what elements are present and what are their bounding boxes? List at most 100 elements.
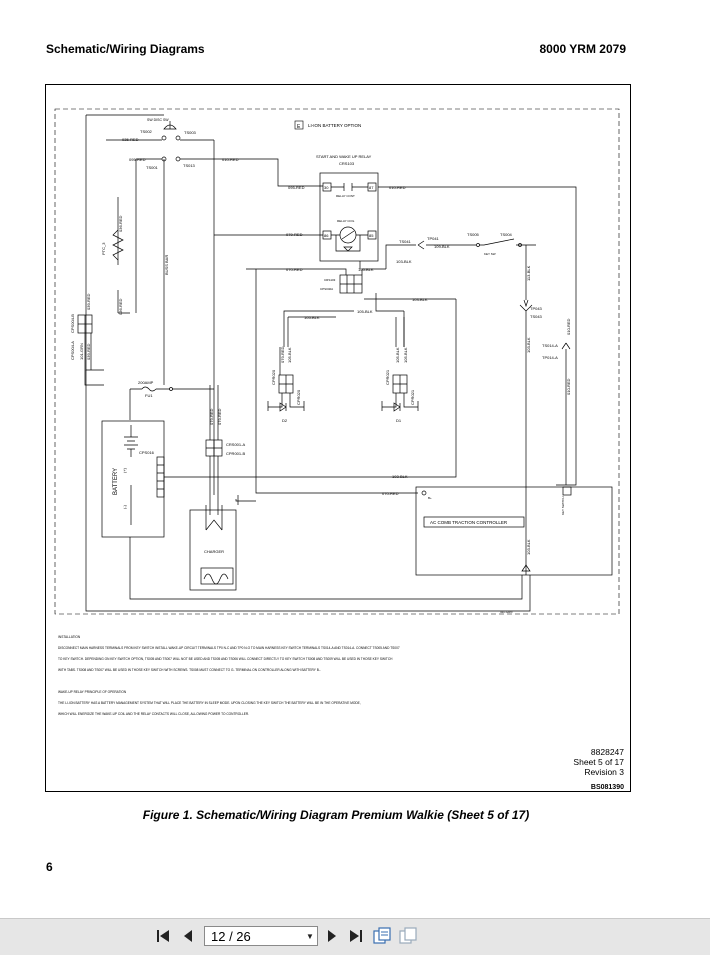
wire-010-red-b: 010-RED <box>566 378 571 395</box>
continuous-view-icon <box>399 927 417 944</box>
sheet-number: Sheet 5 of 17 <box>573 757 624 767</box>
page-number: 6 <box>46 860 53 874</box>
wire-010-red-a: 010-RED <box>566 318 571 335</box>
wire-039-red: 039-RED <box>86 343 91 360</box>
wire-070-red: 070-RED <box>286 267 303 272</box>
connector-crs103: CRS103 <box>324 278 336 282</box>
battery-label: BATTERY <box>113 468 119 495</box>
wire-105-blk-d1b: 105-BLK <box>403 347 408 363</box>
page-field-value: 12 / 26 <box>211 928 251 944</box>
single-page-view-button[interactable] <box>372 926 392 946</box>
key-switch-label: KEY SWITCH <box>561 496 565 515</box>
label-ts013: TS013 <box>183 163 196 168</box>
note-line-3: WITH TABS. TS008 AND TS007 WILL BE USED … <box>58 668 321 672</box>
notes-title: INSTALLATION <box>58 635 81 639</box>
note-line-2: TO KEY SWITCH. DEPENDING ON KEY SWITCH O… <box>58 657 393 661</box>
page-selector[interactable]: 12 / 26 ▼ <box>204 926 318 946</box>
wire-105-blk-d2: 105-BLK <box>287 347 292 363</box>
relay-coil: RELAY COIL <box>337 219 355 223</box>
page-view-icon <box>373 927 391 944</box>
wire-103-blk-relay: 103-BLK <box>396 259 412 264</box>
previous-page-icon <box>184 930 192 942</box>
wire-036-red: 036-RED <box>118 215 123 232</box>
wire-095-red-relay: 095-RED <box>288 185 305 190</box>
relay-contact: RELAY CONT <box>336 194 355 198</box>
wire-010-red-relay: 010-RED <box>389 185 406 190</box>
wire-113-blk: 113-BLK <box>526 265 531 281</box>
wire-105-blk-center: 105-BLK <box>357 309 373 314</box>
wire-105-blk-relay: 105-BLK <box>358 267 374 272</box>
wire-103-blk-bottom: 103-BLK <box>392 474 408 479</box>
label-tp041: TP041 <box>427 236 440 241</box>
connector-cpr021: CPR021 <box>385 369 390 385</box>
connector-cpr020: CPR020 <box>271 369 276 385</box>
connector-cps004a: CPS004-A <box>70 341 75 360</box>
document-number: 8000 YRM 2079 <box>539 42 626 56</box>
wire-039-red-upper: 039-RED <box>86 293 91 310</box>
wire-109-blk: 109-BLK <box>434 244 450 249</box>
drawing-number: 8828247 <box>591 747 624 757</box>
label-ts002: TS002 <box>140 129 153 134</box>
fuse-rating: 200AMP <box>138 380 154 385</box>
pin-85: 85 <box>369 233 374 238</box>
last-page-button[interactable] <box>346 926 366 946</box>
legend-box-letter: E <box>297 124 301 130</box>
wire-010-red-top: 010-RED <box>222 157 239 162</box>
first-page-button[interactable] <box>153 926 173 946</box>
continuous-view-button[interactable] <box>398 926 418 946</box>
next-page-button[interactable] <box>322 926 342 946</box>
connector-cpr001b: CPR001-B <box>226 451 245 456</box>
connector-cpr021b: CPR021 <box>410 389 415 405</box>
principle-title: WAKE-UP RELAY PRINCIPLE OF OPERATION <box>58 690 127 694</box>
wiring-schematic: E LI-ION BATTERY OPTION SW DISC SW TS002… <box>54 108 624 791</box>
wire-079-red-b: 079-RED <box>217 408 222 425</box>
key-sw-label: KEY SW <box>484 252 496 256</box>
relay-id: CRS103 <box>339 161 355 166</box>
label-ts014a: TS014-A <box>542 343 558 348</box>
wire-411-grn: 411-GRN <box>500 610 512 614</box>
relay-title: START AND WAKE UP RELAY <box>316 154 372 159</box>
viewer-toolbar: 12 / 26 ▼ <box>0 918 710 955</box>
pin-87: 87 <box>369 185 374 190</box>
connector-crs001a: CRS001-A <box>226 442 245 447</box>
wire-101-grn: 101-GRN <box>79 343 84 360</box>
wire-103-blk-right: 103-BLK <box>412 297 428 302</box>
wire-095-red: 095-RED <box>129 157 146 162</box>
wire-105-blk-left: 105-BLK <box>304 315 320 320</box>
bs-code: BS081390 <box>591 784 624 791</box>
pin-30: 30 <box>324 185 329 190</box>
legend-text: LI-ION BATTERY OPTION <box>308 123 361 128</box>
wire-103-blk-keysw: 103-BLK <box>526 337 531 353</box>
switch-label: SW DISC SW <box>147 118 169 122</box>
connector-cps016: CPS016 <box>139 450 155 455</box>
wire-103-blk-ctrl: 103-BLK <box>526 539 531 555</box>
next-page-icon <box>328 930 336 942</box>
wire-079-red-relay: 079-RED <box>286 232 303 237</box>
bus-bar-label: BUSS BAR <box>164 255 169 275</box>
principle-line-2: WHICH WILL ENERGIZE THE WAKE-UP COIL AND… <box>58 712 249 716</box>
label-ts041: TS041 <box>399 239 412 244</box>
figure-caption: Figure 1. Schematic/Wiring Diagram Premi… <box>142 808 530 822</box>
label-ts001: TS001 <box>146 165 159 170</box>
pin-86: 86 <box>324 233 329 238</box>
ptc-label: PTC_3 <box>101 242 106 255</box>
label-tp014a: TP014-A <box>542 355 558 360</box>
battery-minus: (-) <box>122 504 127 509</box>
label-ts005: TS005 <box>467 232 480 237</box>
label-ts004: TS004 <box>500 232 513 237</box>
wire-036-red-lower: 036-RED <box>118 298 123 315</box>
label-tp043: TP043 <box>530 306 543 311</box>
diode-d2: D2 <box>282 418 288 423</box>
controller-b-plus: B+ <box>428 496 432 500</box>
connector-cps004b: CPS004-B <box>70 314 75 333</box>
principle-line-1: THE LI-ION BATTERY HAS A BATTERY MANAGEM… <box>58 701 361 705</box>
controller-label: AC COMB TRACTION CONTROLLER <box>430 520 508 525</box>
document-page: Schematic/Wiring Diagrams 8000 YRM 2079 … <box>45 42 631 874</box>
connector-cps040a: CPS040A <box>320 287 333 291</box>
chevron-down-icon: ▼ <box>306 931 314 941</box>
schematic-frame: E LI-ION BATTERY OPTION SW DISC SW TS002… <box>45 84 631 792</box>
label-ts043: TS043 <box>530 314 543 319</box>
first-page-icon <box>157 930 169 942</box>
previous-page-button[interactable] <box>178 926 198 946</box>
last-page-icon <box>350 930 362 942</box>
